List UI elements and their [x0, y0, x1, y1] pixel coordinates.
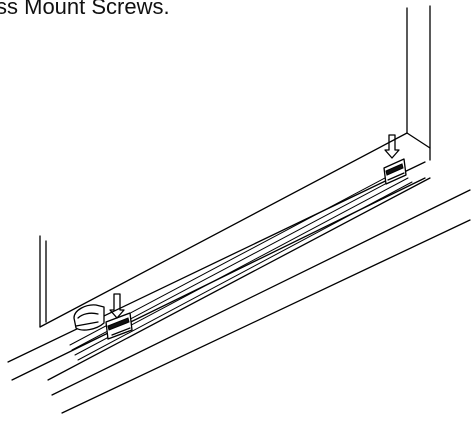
cabinet-panel: [39, 5, 431, 328]
left-screw: [105, 312, 133, 340]
floor-base-lines: [7, 161, 471, 414]
right-screw: [383, 158, 407, 185]
diagram-caption: ss Mount Screws.: [0, 0, 170, 19]
left-down-arrow: [109, 293, 125, 319]
right-down-arrow: [384, 134, 400, 159]
left-mount-clip: [73, 304, 105, 331]
